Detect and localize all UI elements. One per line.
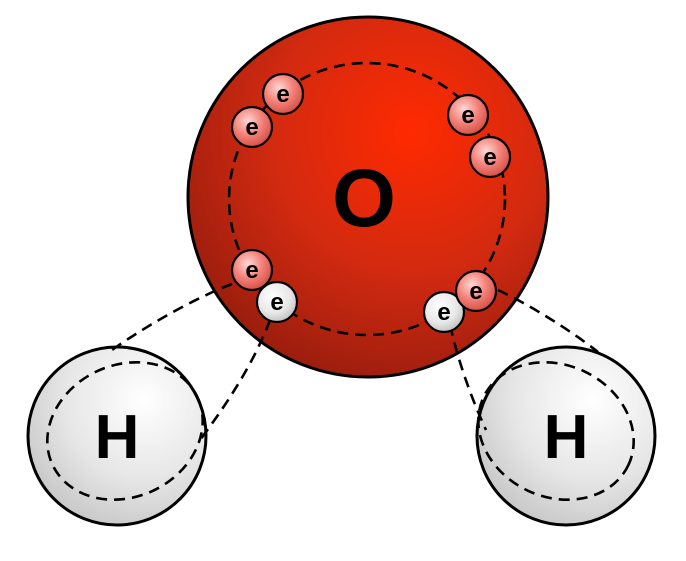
- hydrogen-left-electron-shell: [46, 360, 204, 502]
- hydrogen-right-symbol: H: [544, 403, 589, 472]
- hydrogen-atom-left: H: [26, 345, 208, 527]
- electron-o-2: e: [230, 105, 274, 149]
- electron-o-3-label: e: [461, 102, 474, 129]
- bond-line-right-outer: [497, 288, 599, 354]
- electron-o-6: e: [454, 269, 498, 313]
- electron-o-4-circle: [468, 135, 512, 179]
- oxygen-atom: O: [186, 15, 550, 379]
- electron-o-4-label: e: [483, 144, 496, 171]
- electron-o-4: e: [468, 135, 512, 179]
- oxygen-electron-shell: [227, 61, 507, 337]
- electron-o-3-circle: [446, 93, 490, 137]
- electron-o-3: e: [446, 93, 490, 137]
- electron-o-6-circle: [454, 269, 498, 313]
- electron-o-2-label: e: [245, 114, 258, 141]
- electron-h-left-label: e: [270, 289, 283, 316]
- bond-line-left-outer: [111, 282, 233, 352]
- electron-h-right-circle: [422, 290, 466, 334]
- electron-h-left-circle: [255, 280, 299, 324]
- hydrogen-right-electron-shell: [477, 360, 635, 502]
- hydrogen-left-symbol: H: [95, 403, 140, 472]
- electron-o-5: e: [230, 248, 274, 292]
- electron-o-1-circle: [261, 72, 305, 116]
- electron-h-left: e: [255, 280, 299, 324]
- bond-line-right-inner: [448, 324, 488, 431]
- electron-o-5-label: e: [245, 257, 258, 284]
- hydrogen-atom-right: H: [475, 345, 657, 527]
- electron-o-5-circle: [230, 248, 274, 292]
- oxygen-symbol: O: [332, 153, 396, 244]
- electrons: e e e e e e e e: [230, 72, 512, 334]
- electron-o-6-label: e: [469, 278, 482, 305]
- electron-h-right-label: e: [437, 299, 450, 326]
- bond-lines: [111, 282, 599, 441]
- electron-o-2-circle: [230, 105, 274, 149]
- electron-h-right: e: [422, 290, 466, 334]
- electron-o-1-label: e: [276, 81, 289, 108]
- hydrogen-nucleus-right: [475, 345, 657, 527]
- electron-o-1: e: [261, 72, 305, 116]
